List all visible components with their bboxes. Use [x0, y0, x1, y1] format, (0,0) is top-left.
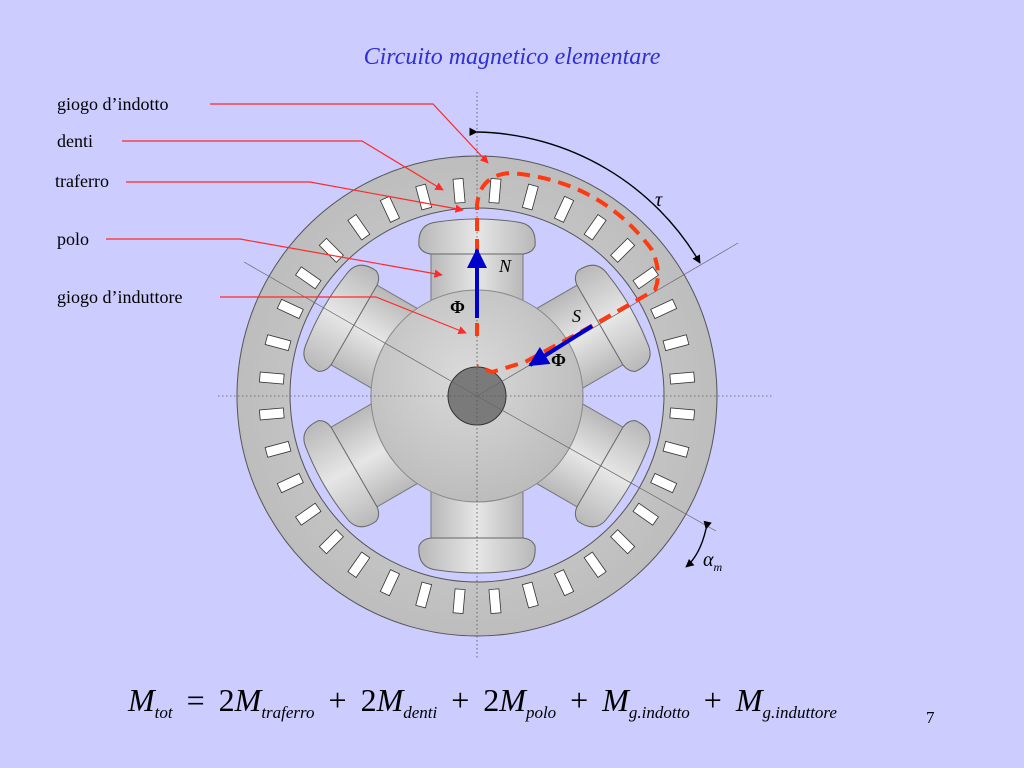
stator-slot: [415, 581, 433, 609]
stator-slot: [347, 213, 371, 241]
stator-slot: [276, 298, 304, 320]
label-denti: denti: [57, 131, 93, 151]
phi-north: Φ: [450, 297, 465, 317]
mmf-formula: Mtot = 2Mtraferro + 2Mdenti + 2Mpolo + M…: [128, 682, 837, 722]
stator-slot: [610, 529, 636, 555]
stator-slot: [521, 581, 539, 609]
formula-lhs: M: [128, 682, 155, 718]
stator-slot: [452, 177, 466, 204]
dotted-axes: [218, 92, 772, 660]
stator-slot: [662, 440, 690, 458]
phi-south: Φ: [551, 350, 566, 370]
stator-slot: [264, 334, 292, 352]
stator-slot: [379, 569, 401, 597]
stator-slot: [583, 551, 607, 579]
flux-arrow-south: [528, 324, 594, 367]
page-number: 7: [926, 708, 935, 727]
reference-lines: [243, 242, 739, 532]
stator-slot: [276, 472, 304, 494]
label-giogo-induttore: giogo d’induttore: [57, 287, 183, 307]
stator-slot: [347, 551, 371, 579]
stator-slot: [488, 588, 502, 615]
stator-slot: [258, 407, 285, 421]
flux-path: [475, 170, 660, 375]
stator-slot: [553, 569, 575, 597]
stator-slot: [662, 334, 690, 352]
stator-slot: [294, 266, 322, 290]
stator-slot: [488, 177, 502, 204]
stator-slot: [318, 529, 344, 555]
stator-slot: [258, 371, 285, 385]
tau-symbol: τ: [655, 189, 663, 211]
north-label: N: [498, 256, 512, 276]
stator-slot: [294, 502, 322, 526]
stator-slot: [669, 407, 696, 421]
leader-lines: [106, 103, 489, 335]
stator-slot: [650, 472, 678, 494]
slide-title: Circuito magnetico elementare: [363, 44, 661, 70]
label-giogo-indotto: giogo d’indotto: [57, 94, 169, 114]
stator-slot: [379, 195, 401, 223]
tau-arc: [469, 127, 701, 264]
label-polo: polo: [57, 229, 90, 249]
stator-slot: [264, 440, 292, 458]
stator-slot: [650, 298, 678, 320]
alpha-arc: [685, 520, 712, 568]
stator-slot: [632, 502, 660, 526]
stator-slot: [669, 371, 696, 385]
stator-slot: [632, 266, 660, 290]
south-label: S: [572, 306, 581, 326]
alpha-m-symbol: αm: [703, 549, 723, 574]
label-traferro: traferro: [55, 171, 109, 191]
stator-slot: [452, 588, 466, 615]
